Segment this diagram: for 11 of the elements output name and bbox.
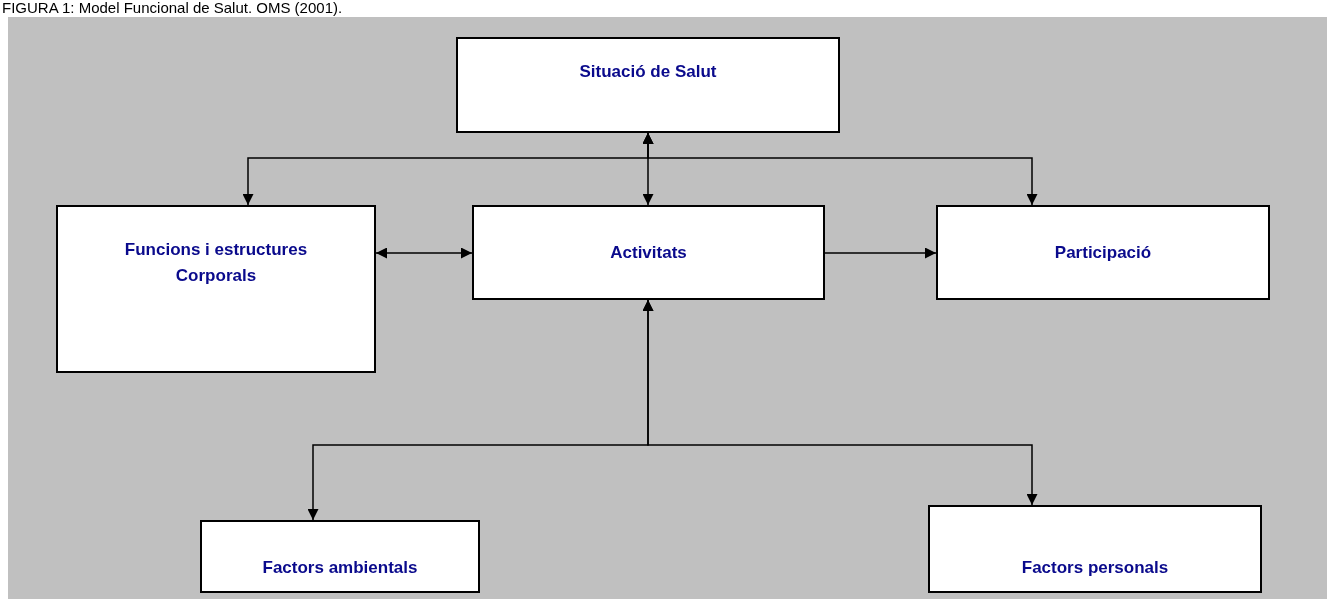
arrow [375, 247, 473, 259]
arrow [642, 132, 1038, 206]
arrow [824, 247, 937, 259]
arrow [642, 299, 1038, 506]
text-box: Funcions i estructures Corporals [56, 205, 376, 373]
text-box: Situació de Salut [456, 37, 840, 133]
text-box: Participació [936, 205, 1270, 300]
text-box: Factors ambientals [200, 520, 480, 593]
text-box: Factors personals [928, 505, 1262, 593]
figure-title: FIGURA 1: Model Funcional de Salut. OMS (2001). [2, 0, 343, 16]
text-box: Activitats [472, 205, 825, 300]
